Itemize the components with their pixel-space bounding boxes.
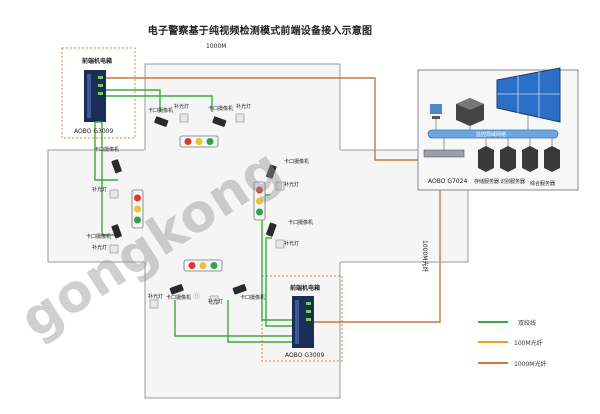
vertical-link-label: 1000M光纤 [421, 240, 428, 273]
legend-label-twisted-pair: 双绞线 [518, 320, 537, 327]
traffic-light-bottom [183, 259, 223, 272]
server-label-storage: 存储服务器 [474, 179, 500, 185]
camera-label-2: 卡口摄像机 [208, 106, 234, 112]
flash-icons [109, 113, 285, 309]
core-switch-icon [423, 149, 465, 158]
crossroad [47, 63, 469, 399]
camera-label-6: 卡口摄像机 [288, 220, 314, 226]
cabinet-box-topleft [61, 47, 136, 139]
cabinet-box-bottomright [261, 275, 343, 362]
flash-label-7: 补光灯 [148, 294, 164, 300]
fiber-links [106, 77, 450, 323]
legend-label-100m-fiber: 100M光纤 [514, 340, 543, 347]
flash-label-5: 补光灯 [284, 182, 300, 188]
camera-label-8: 卡口摄像机 [240, 295, 266, 301]
video-wall-icon [496, 67, 561, 123]
camera-label-3: 卡口摄像机 [94, 147, 120, 153]
core-switch-label: AOBO G7024 [428, 178, 468, 185]
cabinet-label-topleft: 前端机电箱 [82, 58, 113, 65]
switch-label-topleft: AOBO G3009 [74, 128, 114, 135]
legend-label-1000m-fiber: 1000M光纤 [514, 361, 547, 368]
camera-label-4: 卡口摄像机 [86, 234, 112, 240]
flash-label-8: 补光灯 [208, 299, 224, 305]
flash-label-4: 补光灯 [92, 245, 108, 251]
traffic-light-left [131, 189, 144, 229]
cabinet-label-bottomright: 前端机电箱 [290, 285, 321, 292]
monitoring-center [417, 67, 579, 191]
lan-bar [427, 129, 559, 139]
legend-lines [478, 321, 508, 364]
switch-g3009-topleft [84, 70, 106, 122]
traffic-light-top [179, 135, 219, 148]
switch-g3009-bottomright [292, 296, 314, 348]
flash-label-3: 补光灯 [92, 187, 108, 193]
twisted-pair-links [94, 89, 292, 343]
camera-icons [111, 116, 277, 295]
server-label-integrated: 综合服务器 [530, 181, 556, 187]
flash-label-6: 补光灯 [284, 241, 300, 247]
lan-bar-label: 监控局域网络 [476, 132, 507, 138]
flash-label-2: 补光灯 [236, 104, 252, 110]
storage-device-icon [456, 98, 484, 126]
switch-label-bottomright: AOBO G3009 [285, 352, 325, 359]
camera-label-7: 卡口摄像机 [166, 295, 192, 301]
diagram-title: 电子警察基于纯视频检测模式前端设备接入示意图 [147, 26, 373, 37]
server-label-recognition: 识别服务器 [500, 179, 526, 185]
workstation-icon [430, 104, 442, 119]
watermark-registered-mark: ® [192, 292, 201, 302]
camera-label-5: 卡口摄像机 [284, 159, 310, 165]
link-label-1000m: 1000M [206, 43, 227, 50]
flash-label-1: 补光灯 [174, 104, 190, 110]
server-icons [478, 146, 560, 172]
traffic-light-right [253, 181, 266, 221]
camera-label-1: 卡口摄像机 [148, 108, 174, 114]
